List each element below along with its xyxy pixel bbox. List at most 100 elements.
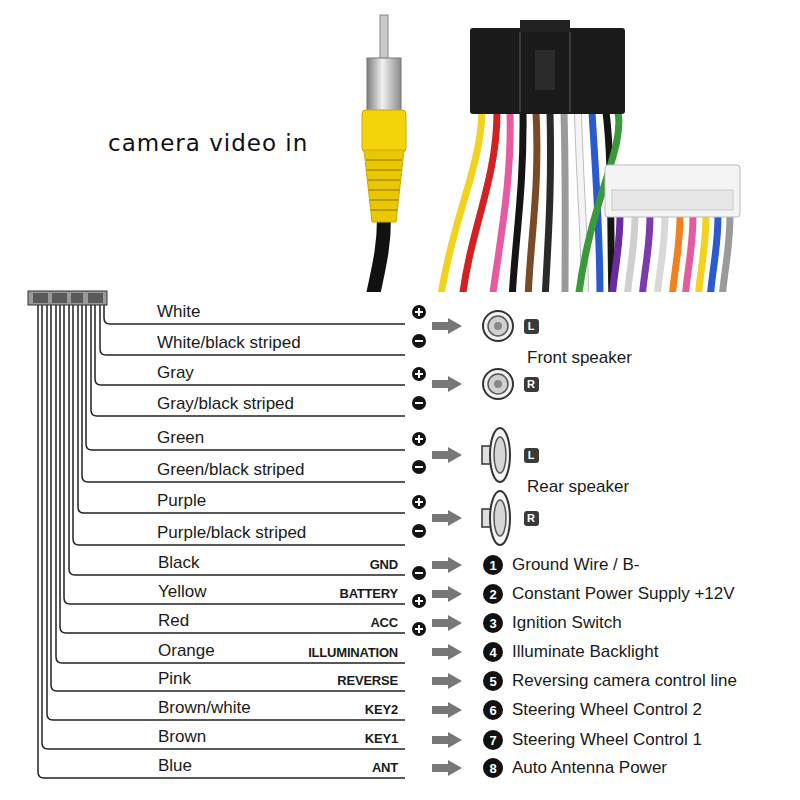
wire-line bbox=[47, 305, 405, 720]
speaker-label: Front speaker bbox=[527, 348, 632, 368]
plus-symbol bbox=[412, 367, 426, 381]
wire bbox=[612, 215, 620, 292]
wire-color-name: Purple bbox=[157, 491, 206, 511]
wire-color-name: Green/black striped bbox=[157, 460, 304, 480]
oval-speaker-icon bbox=[482, 428, 510, 482]
side-badge: R bbox=[524, 377, 539, 392]
wire bbox=[528, 112, 537, 292]
callout-number: 8 bbox=[483, 758, 503, 778]
front-speaker-icons bbox=[483, 311, 513, 399]
callout-digit: 3 bbox=[489, 617, 496, 630]
plug-cell bbox=[71, 293, 83, 303]
callout-number: 3 bbox=[483, 613, 503, 633]
rib bbox=[367, 169, 401, 171]
block-arrow bbox=[432, 644, 462, 660]
wire bbox=[627, 215, 635, 292]
plug-body bbox=[28, 291, 107, 305]
plug-caption: camera video in bbox=[108, 130, 308, 156]
callout-number: 7 bbox=[483, 730, 503, 750]
rca-body bbox=[362, 110, 406, 152]
side-letter: L bbox=[528, 321, 535, 332]
wire bbox=[512, 112, 523, 292]
wire-color-name: Orange bbox=[158, 641, 215, 661]
function-description: Ignition Switch bbox=[512, 613, 622, 633]
wire-line bbox=[51, 305, 405, 691]
speaker-label: Rear speaker bbox=[527, 477, 629, 497]
harness-wires bbox=[440, 112, 619, 292]
wire bbox=[545, 112, 551, 292]
block-arrow bbox=[432, 510, 462, 526]
rca-cable bbox=[372, 218, 384, 292]
block-arrow bbox=[432, 447, 462, 463]
oval-speaker-icon bbox=[482, 491, 510, 545]
callout-number: 6 bbox=[483, 700, 503, 720]
connector-latch bbox=[535, 50, 555, 90]
side-letter: L bbox=[528, 450, 535, 461]
connector-tab bbox=[520, 20, 570, 32]
connector-slot bbox=[569, 32, 571, 112]
block-arrow bbox=[432, 318, 462, 334]
function-description: Steering Wheel Control 2 bbox=[512, 700, 702, 720]
signal-name: REVERSE bbox=[337, 674, 398, 689]
function-description: Auto Antenna Power bbox=[512, 758, 667, 778]
wire-line bbox=[100, 305, 405, 355]
rib bbox=[370, 199, 398, 201]
wire bbox=[440, 112, 482, 292]
side-badge: L bbox=[524, 319, 539, 334]
wire-color-name: White bbox=[157, 302, 200, 322]
harness-photo bbox=[362, 15, 740, 292]
side-badge: R bbox=[524, 511, 539, 526]
plus-symbol bbox=[412, 432, 426, 446]
wire-line bbox=[78, 305, 405, 513]
signal-name: ACC bbox=[370, 616, 398, 631]
wire bbox=[672, 215, 680, 292]
tweeter-icon bbox=[483, 369, 513, 399]
wire-line bbox=[73, 305, 405, 545]
wire-line bbox=[64, 305, 405, 604]
plus-symbol bbox=[412, 594, 426, 608]
block-arrow bbox=[432, 376, 462, 392]
minus-symbol bbox=[412, 460, 426, 474]
signal-name: BATTERY bbox=[339, 587, 398, 602]
callout-number: 2 bbox=[483, 584, 503, 604]
callout-digit: 1 bbox=[489, 559, 496, 572]
plus-symbol bbox=[412, 305, 426, 319]
white-connector bbox=[605, 165, 740, 292]
block-arrow bbox=[432, 673, 462, 689]
callout-digit: 7 bbox=[489, 734, 496, 747]
signal-name: KEY1 bbox=[365, 732, 398, 747]
callout-digit: 8 bbox=[489, 762, 496, 775]
black-connector bbox=[470, 20, 625, 114]
signal-name: ANT bbox=[372, 761, 398, 776]
wire-color-name: Brown bbox=[158, 727, 206, 747]
function-description: Reversing camera control line bbox=[512, 671, 737, 691]
rib bbox=[366, 159, 402, 161]
callout-digit: 6 bbox=[489, 704, 496, 717]
connector-slot bbox=[519, 32, 521, 112]
callout-digit: 5 bbox=[489, 675, 496, 688]
block-arrow bbox=[432, 557, 462, 573]
signal-name: KEY2 bbox=[365, 703, 398, 718]
wire bbox=[462, 112, 497, 292]
plug-cell bbox=[52, 293, 67, 303]
wire-line bbox=[42, 305, 405, 749]
plug-cell bbox=[88, 293, 103, 303]
connector-pins bbox=[612, 190, 733, 210]
plus-symbol bbox=[412, 495, 426, 509]
callout-digit: 2 bbox=[489, 588, 496, 601]
minus-symbol bbox=[412, 566, 426, 580]
rib bbox=[371, 209, 397, 211]
block-arrow bbox=[432, 615, 462, 631]
function-description: Ground Wire / B- bbox=[512, 555, 640, 575]
function-description: Steering Wheel Control 1 bbox=[512, 730, 702, 750]
wire-color-name: Yellow bbox=[158, 582, 207, 602]
rca-pin bbox=[380, 15, 388, 60]
wire-color-name: Gray/black striped bbox=[157, 394, 294, 414]
block-arrow bbox=[432, 586, 462, 602]
plug-icon bbox=[28, 291, 107, 305]
wire-line bbox=[86, 305, 405, 450]
wire bbox=[564, 112, 565, 292]
wire bbox=[722, 215, 730, 292]
callout-digit: 4 bbox=[489, 646, 496, 659]
